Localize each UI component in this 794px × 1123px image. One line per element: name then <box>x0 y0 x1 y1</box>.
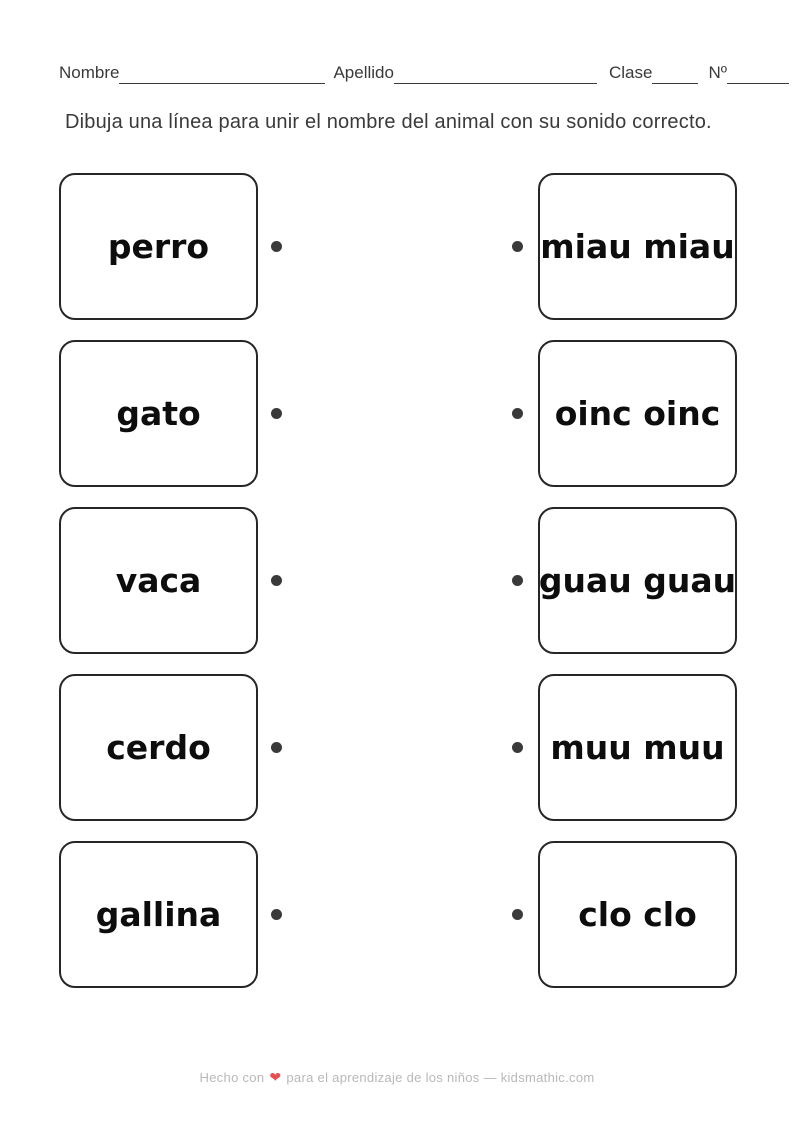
connector-dot-left[interactable] <box>271 575 282 586</box>
animal-name-card: cerdo <box>59 674 258 821</box>
clase-label: Clase <box>608 63 653 82</box>
connector-dot-right[interactable] <box>512 408 523 419</box>
matching-row: gallina clo clo <box>0 841 794 988</box>
apellido-blank-line[interactable] <box>393 63 597 84</box>
worksheet-header: Nombre Apellido Clase Nº <box>59 63 789 84</box>
nombre-blank-line[interactable] <box>119 63 326 84</box>
animal-name-card: vaca <box>59 507 258 654</box>
animal-name-card: gato <box>59 340 258 487</box>
footer: Hecho con ❤ para el aprendizaje de los niñ… <box>0 1069 794 1086</box>
field-apellido: Apellido <box>333 63 597 84</box>
matching-row: cerdo muu muu <box>0 674 794 821</box>
connector-dot-right[interactable] <box>512 241 523 252</box>
connector-dot-left[interactable] <box>271 241 282 252</box>
footer-text-right: para el aprendizaje de los niños — kidsm… <box>286 1070 595 1085</box>
apellido-label: Apellido <box>333 63 394 82</box>
animal-name-card: gallina <box>59 841 258 988</box>
animal-name-card: perro <box>59 173 258 320</box>
numero-label: Nº <box>708 63 727 82</box>
connector-dot-left[interactable] <box>271 742 282 753</box>
matching-row: vaca guau guau <box>0 507 794 654</box>
field-nombre: Nombre <box>59 63 326 84</box>
clase-blank-line[interactable] <box>652 63 699 84</box>
animal-sound-card: clo clo <box>538 841 737 988</box>
connector-dot-left[interactable] <box>271 408 282 419</box>
animal-sound-card: miau miau <box>538 173 737 320</box>
animal-sound-card: guau guau <box>538 507 737 654</box>
matching-row: gato oinc oinc <box>0 340 794 487</box>
footer-text-left: Hecho con <box>199 1070 265 1085</box>
matching-exercise: perro miau miau gato oinc oinc vaca guau… <box>0 173 794 988</box>
connector-dot-left[interactable] <box>271 909 282 920</box>
heart-icon: ❤ <box>269 1069 282 1085</box>
field-numero: Nº <box>708 63 789 84</box>
connector-dot-right[interactable] <box>512 575 523 586</box>
matching-row: perro miau miau <box>0 173 794 320</box>
animal-sound-card: muu muu <box>538 674 737 821</box>
numero-blank-line[interactable] <box>726 63 789 84</box>
connector-dot-right[interactable] <box>512 742 523 753</box>
nombre-label: Nombre <box>59 63 120 82</box>
connector-dot-right[interactable] <box>512 909 523 920</box>
field-clase: Clase <box>608 63 699 84</box>
instruction-text: Dibuja una línea para unir el nombre del… <box>65 111 712 133</box>
animal-sound-card: oinc oinc <box>538 340 737 487</box>
